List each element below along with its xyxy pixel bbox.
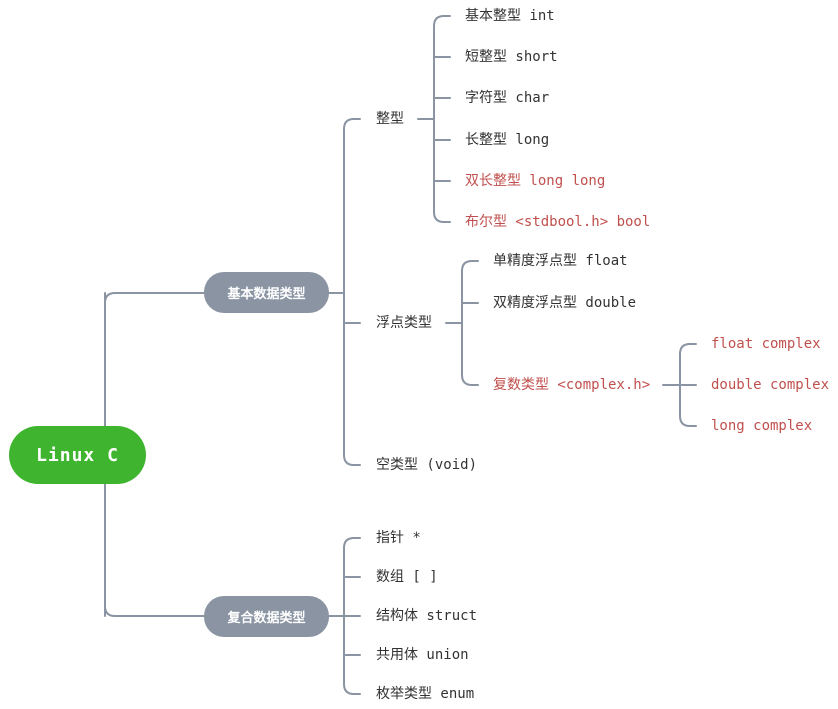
compound-link-branch xyxy=(343,683,361,695)
void-node[interactable]: 空类型 (void) xyxy=(376,457,478,473)
integer-link-branch xyxy=(433,211,451,223)
basic-link-branch xyxy=(343,118,361,130)
integer-item[interactable]: 布尔型 <stdbool.h> bool xyxy=(465,214,651,230)
integer-node[interactable]: 整型 xyxy=(376,111,404,127)
complex-item[interactable]: float complex xyxy=(711,336,821,352)
integer-item[interactable]: 双长整型 long long xyxy=(465,173,606,189)
compound-item[interactable]: 指针 * xyxy=(376,530,421,546)
integer-link-branch xyxy=(433,15,451,27)
compound-types-label: 复合数据类型 xyxy=(227,611,306,626)
compound-link-branch xyxy=(343,537,361,549)
complex-item[interactable]: double complex xyxy=(711,377,830,393)
float-item[interactable]: 复数类型 <complex.h> xyxy=(493,377,651,393)
basic-link-branch xyxy=(343,454,361,466)
compound-types-node[interactable]: 复合数据类型 xyxy=(204,596,329,637)
float-link-branch xyxy=(461,374,479,386)
integer-item[interactable]: 长整型 long xyxy=(465,132,550,148)
compound-item[interactable]: 共用体 union xyxy=(376,647,469,663)
integer-item[interactable]: 短整型 short xyxy=(465,49,558,65)
float-node[interactable]: 浮点类型 xyxy=(376,315,432,331)
complex-link-branch xyxy=(679,343,697,355)
float-link-branch xyxy=(461,260,479,272)
root-link-branch xyxy=(104,605,206,617)
root-node[interactable]: Linux C xyxy=(9,426,146,484)
compound-item[interactable]: 数组 [ ] xyxy=(376,569,438,585)
compound-item[interactable]: 枚举类型 enum xyxy=(376,686,475,702)
integer-item[interactable]: 字符型 char xyxy=(465,90,550,106)
basic-types-node[interactable]: 基本数据类型 xyxy=(204,272,329,313)
root-label: Linux C xyxy=(36,444,119,466)
basic-types-label: 基本数据类型 xyxy=(227,287,306,302)
float-item[interactable]: 单精度浮点型 float xyxy=(493,253,628,269)
float-item[interactable]: 双精度浮点型 double xyxy=(493,295,637,311)
compound-item[interactable]: 结构体 struct xyxy=(376,608,478,624)
complex-item[interactable]: long complex xyxy=(711,418,813,434)
root-link-branch xyxy=(104,292,206,304)
integer-item[interactable]: 基本整型 int xyxy=(465,8,555,24)
complex-link-branch xyxy=(679,415,697,427)
